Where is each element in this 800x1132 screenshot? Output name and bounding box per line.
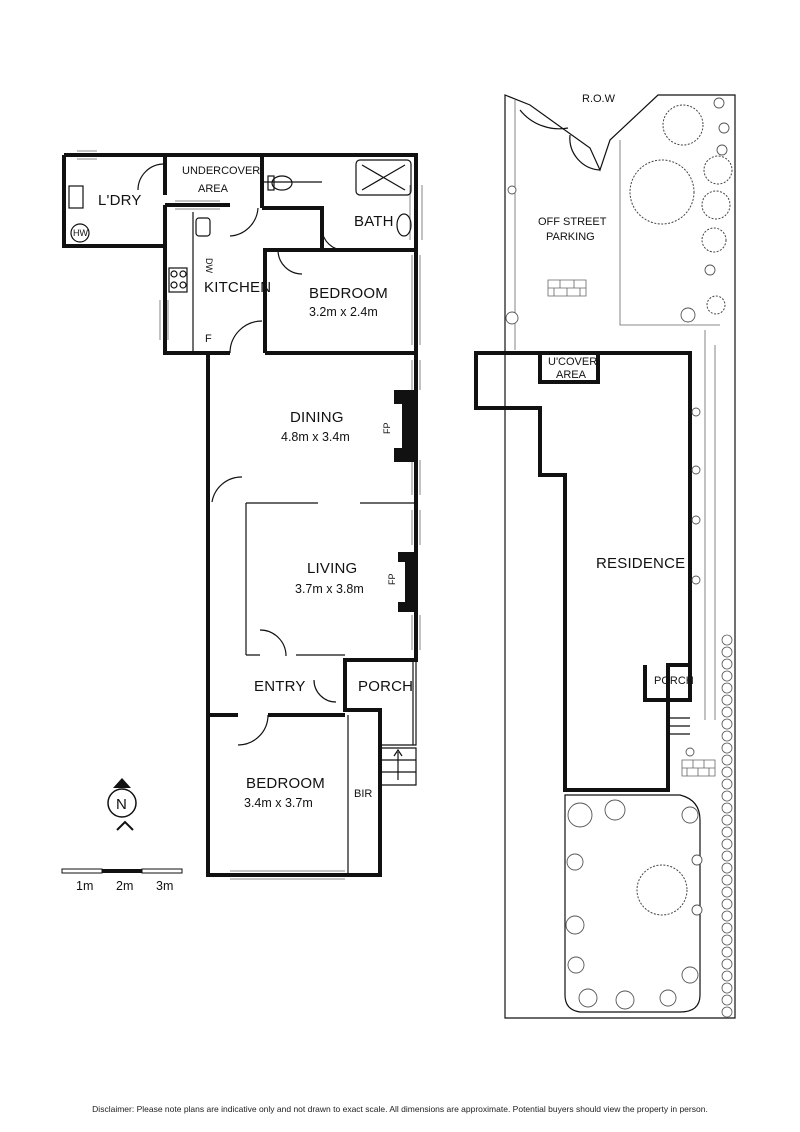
front-bedroom-label: BEDROOM [246, 775, 325, 792]
site-boundary [504, 94, 736, 1019]
north-arrow: N [107, 778, 137, 831]
kitchen-walls [163, 246, 322, 355]
entry-label: ENTRY [254, 678, 306, 695]
living-dims: 3.7m x 3.8m [295, 582, 364, 596]
scale-bar: 1m 2m 3m [61, 868, 183, 893]
front-bedroom-dims: 3.4m x 3.7m [244, 796, 313, 810]
undercover-label-2: AREA [198, 183, 229, 195]
house-floor-plan [62, 150, 423, 880]
residence-label: RESIDENCE [596, 555, 685, 572]
parking-label-1: OFF STREET [538, 216, 607, 228]
north-letter: N [116, 796, 127, 813]
bir-label: BIR [354, 788, 372, 800]
laundry-label: L'DRY [98, 192, 142, 209]
landscaping [505, 97, 733, 1010]
row-label: R.O.W [582, 93, 616, 105]
rear-bedroom-label: BEDROOM [309, 285, 388, 302]
dining-fp-label: FP [382, 422, 392, 434]
ucover-label-2: AREA [556, 369, 587, 381]
undercover-label-1: UNDERCOVER [182, 165, 260, 177]
toilet-icon [271, 175, 293, 191]
site-porch-label: PORCH [654, 675, 694, 687]
undercover-walls [165, 153, 264, 208]
living-label: LIVING [307, 560, 357, 577]
dishwasher-label: DW [204, 258, 214, 273]
living-fp-label: FP [387, 573, 397, 585]
dining-dims: 4.8m x 3.4m [281, 430, 350, 444]
kitchen-label: KITCHEN [204, 279, 271, 296]
hot-water-unit-icon [70, 223, 90, 243]
disclaimer-text: Disclaimer: Please note plans are indica… [92, 1104, 708, 1114]
bath-label: BATH [354, 213, 394, 230]
room-labels: L'DRY HW UNDERCOVER AREA BATH KITCHEN DW… [73, 165, 413, 810]
bath-walls [262, 153, 418, 252]
rear-bedroom-dims: 3.2m x 2.4m [309, 305, 378, 319]
scale-label-1m: 1m [76, 879, 93, 893]
living-fireplace [398, 552, 416, 612]
scale-label-2m: 2m [116, 879, 133, 893]
parking-label-2: PARKING [546, 231, 595, 243]
ucover-label-1: U'COVER [548, 356, 597, 368]
dining-fireplace [394, 390, 416, 462]
site-labels: R.O.W OFF STREET PARKING U'COVER AREA RE… [538, 93, 694, 687]
scale-label-3m: 3m [156, 879, 173, 893]
fence-chain [721, 634, 733, 1018]
site-plan [474, 94, 736, 1019]
fridge-label: F [205, 333, 212, 345]
hot-water-label: HW [73, 228, 88, 238]
dining-label: DINING [290, 409, 344, 426]
porch-label: PORCH [358, 678, 413, 695]
residence-footprint [474, 351, 692, 792]
